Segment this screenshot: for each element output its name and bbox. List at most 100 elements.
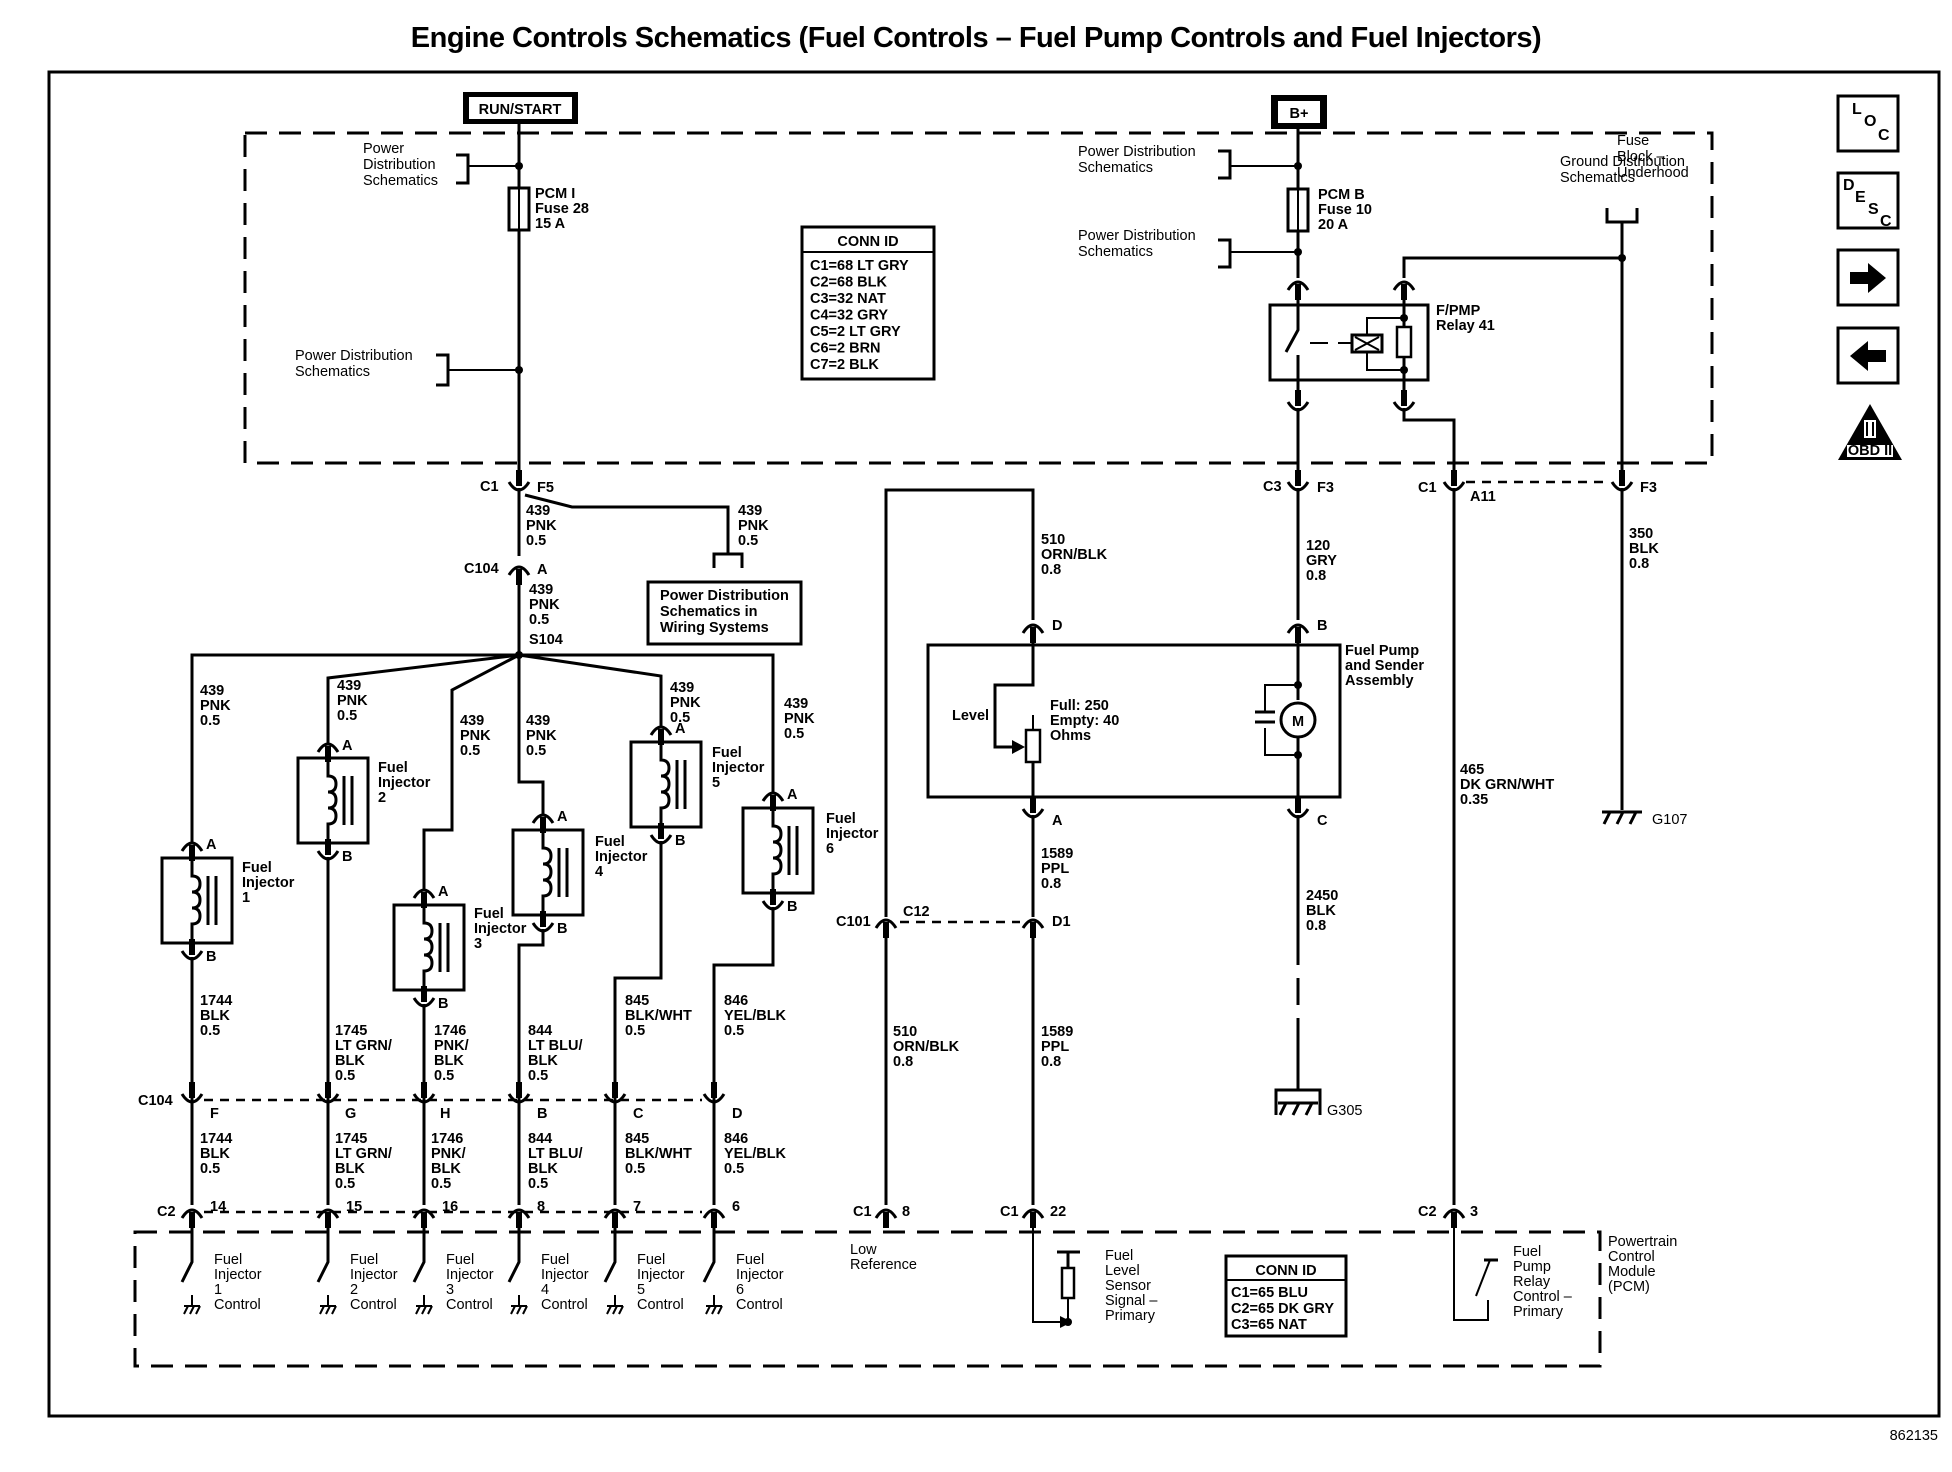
fuse-pcm-b-label: PCM B <box>1318 187 1365 203</box>
wire-label: 846 <box>724 1131 748 1147</box>
desc-icon[interactable] <box>1836 171 1900 230</box>
injector-2-cavity-a <box>316 742 340 753</box>
connector-pin <box>325 839 331 855</box>
fuse-pcm-i-label: Fuse 28 <box>535 201 589 217</box>
wire-label: 0.5 <box>625 1161 645 1177</box>
conn-id-row: C1=68 LT GRY <box>810 258 909 274</box>
wire-label: 465 <box>1460 762 1484 778</box>
loc-icon[interactable] <box>1836 94 1900 153</box>
wire-label: 0.5 <box>625 1023 645 1039</box>
wire-injector-4-control <box>517 929 545 1100</box>
relay-coil-bottom <box>1366 352 1404 371</box>
wire-label: 0.5 <box>528 1176 548 1192</box>
pdist-label-mid-right: Power Distribution <box>1078 228 1196 244</box>
wire-label: 439 <box>529 582 553 598</box>
c2-cavity-14 <box>180 1208 204 1219</box>
g107-label: G107 <box>1652 812 1687 828</box>
wire-label: PPL <box>1041 1039 1069 1055</box>
relay-coil-x <box>1354 336 1380 351</box>
wire-label: BLK/WHT <box>625 1146 692 1162</box>
wire-label: 0.5 <box>526 533 546 549</box>
wire-label: DK GRN/WHT <box>1460 777 1554 793</box>
fuel-injector-4-label: Injector <box>595 849 648 865</box>
relay-coil-top <box>1366 317 1404 335</box>
g305-ground-icon <box>1278 1101 1318 1116</box>
wire-label: 0.5 <box>434 1068 454 1084</box>
pdist-wiring-systems-box <box>646 580 803 646</box>
wire-label: 2450 <box>1306 888 1338 904</box>
connector-pin <box>612 1082 618 1098</box>
pcm-injector-control-label: Control <box>446 1297 493 1313</box>
fuel-injector-4-icon <box>511 828 585 917</box>
fuel-injector-4-label: Fuel <box>595 834 625 850</box>
c2-cavity-7 <box>603 1208 627 1219</box>
pdist-label-top-left: Distribution <box>363 157 436 173</box>
c1-label: C1 <box>1000 1204 1019 1220</box>
wire-label: 1745 <box>335 1131 367 1147</box>
wire-label: BLK <box>1629 541 1659 557</box>
desc-letter: S <box>1868 201 1879 218</box>
left-arrow-icon <box>1850 341 1886 371</box>
wire-label: 845 <box>625 993 649 1009</box>
wire-label: PNK <box>784 711 815 727</box>
connector-pin <box>325 1082 331 1098</box>
wire-label: 0.8 <box>893 1054 913 1070</box>
wire-label: 0.5 <box>200 1023 220 1039</box>
c104-pin-label: G <box>345 1106 356 1122</box>
wire-label: LT BLU/ <box>528 1038 583 1054</box>
wire-label: LT GRN/ <box>335 1038 392 1054</box>
fuel-injector-2-label: Fuel <box>378 760 408 776</box>
c104-pin-label: D <box>732 1106 742 1122</box>
wire-label: GRY <box>1306 553 1337 569</box>
fuel-injector-4-label: 4 <box>595 864 603 880</box>
wire-label: 439 <box>526 503 550 519</box>
fuel-pump-cavity-b <box>1286 623 1310 634</box>
obd-ii-roman-bg <box>1864 420 1876 438</box>
fpmp-relay-label: Relay 41 <box>1436 318 1495 334</box>
wire-label: PNK <box>200 698 231 714</box>
connector-pin <box>1295 470 1301 486</box>
gdist-label: Schematics <box>1560 170 1635 186</box>
connector-pin <box>658 823 664 839</box>
injector-3-cavity-a <box>412 888 436 899</box>
conn-id-row: C3=65 NAT <box>1231 1317 1307 1333</box>
wire-label: 0.5 <box>670 710 690 726</box>
wire-label: BLK <box>528 1161 558 1177</box>
connector-pin <box>1451 1212 1457 1228</box>
pcm-injector-control-label: 5 <box>637 1282 645 1298</box>
fuel-injector-5-label: Injector <box>712 760 765 776</box>
fuel-injector-1-label: Fuel <box>242 860 272 876</box>
connector-pin <box>421 892 427 908</box>
connector-pin <box>516 470 522 486</box>
fuel-pump-relay-control-label: Control – <box>1513 1289 1573 1305</box>
loc-letter: C <box>1878 127 1890 144</box>
connector-pin <box>189 845 195 861</box>
pcm-injector-driver-switch <box>180 1212 194 1283</box>
wire-label: PNK/ <box>431 1146 466 1162</box>
wire-439-injector-4-feed <box>517 655 545 814</box>
pin-22-label: 22 <box>1050 1204 1066 1220</box>
pcm-injector-control-label: Control <box>350 1297 397 1313</box>
c1-label: C1 <box>480 479 499 495</box>
pin-label-a: A <box>557 809 568 825</box>
connector-pin <box>1030 1212 1036 1228</box>
splice-dot <box>1064 1318 1072 1326</box>
next-page-icon[interactable] <box>1836 248 1900 307</box>
connector-pin <box>540 911 546 927</box>
c104-pin-label: B <box>537 1106 547 1122</box>
pcm-ground-icon <box>183 1295 201 1315</box>
c104-label: C104 <box>464 561 499 577</box>
fuel-injector-1-label: Injector <box>242 875 295 891</box>
pcm-injector-driver-switch <box>702 1212 716 1283</box>
wire-label: LT BLU/ <box>528 1146 583 1162</box>
wiper-arrow-icon <box>1012 740 1025 754</box>
wire-label: 510 <box>1041 532 1065 548</box>
splice-dot <box>1400 366 1408 374</box>
fuse-block-outline <box>243 131 1714 465</box>
wire-relay-coil-ground <box>1402 256 1625 278</box>
c104-row-label: C104 <box>138 1093 173 1109</box>
fuel-pump-relay-control-label: Relay <box>1513 1274 1551 1290</box>
pin-label-c: C <box>1317 813 1328 829</box>
fuel-pump-relay-control-label: Fuel <box>1513 1244 1541 1260</box>
